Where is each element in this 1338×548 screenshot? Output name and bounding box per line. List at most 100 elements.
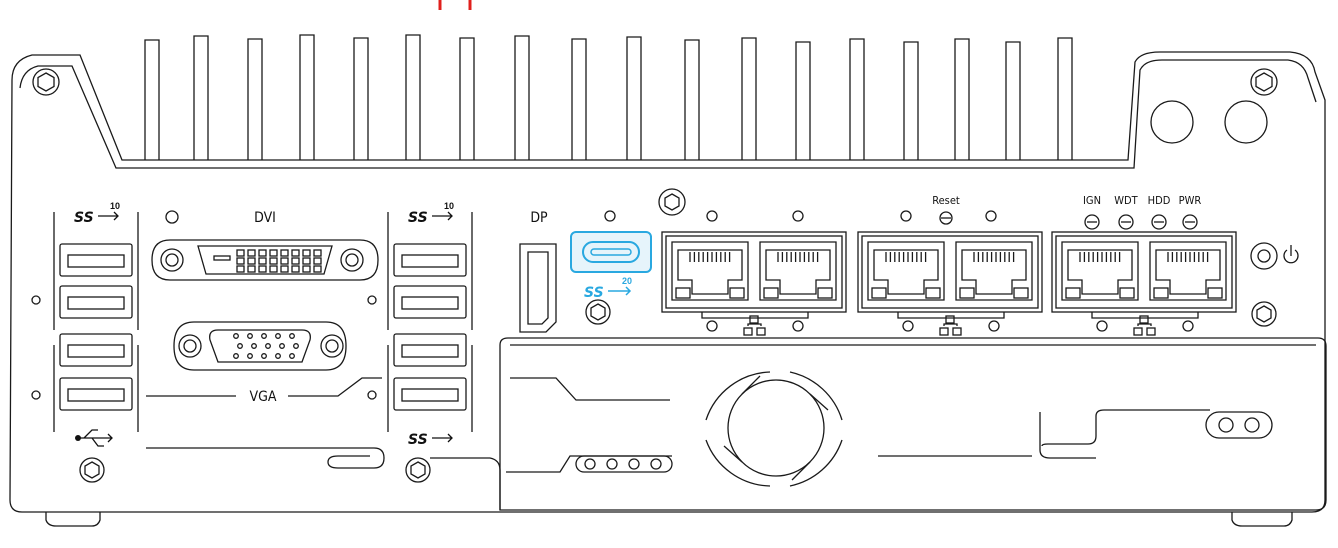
screw-bottom-left	[79, 457, 105, 483]
usb-port-mid-3[interactable]	[393, 333, 467, 367]
usb-stack-middle	[387, 212, 473, 432]
usb-port-mid-2[interactable]	[393, 285, 467, 319]
reset-label: Reset	[932, 194, 960, 207]
heatsink-fin	[459, 37, 475, 160]
screw-top-left	[32, 68, 60, 96]
heatsink-fin	[903, 41, 919, 160]
led-hdd	[1151, 214, 1167, 230]
decorative-swirl-right	[1205, 411, 1273, 439]
screw-typec	[585, 299, 611, 325]
dvi-label: DVI	[254, 210, 276, 226]
heatsink-fin	[405, 34, 421, 160]
displayport-port[interactable]	[519, 243, 557, 333]
vga-port[interactable]	[173, 321, 347, 371]
usb-port-left-4[interactable]	[59, 377, 133, 411]
svg-text:SS: SS	[584, 285, 604, 301]
heatsink-fin	[849, 38, 865, 160]
lan-ports	[661, 231, 1237, 336]
bottom-left-groove	[146, 447, 385, 469]
usb-ss-logo-middle-bottom: SS	[408, 432, 453, 448]
heatsink-fin	[626, 36, 642, 160]
svg-text:10: 10	[444, 201, 454, 211]
usb-port-left-1[interactable]	[59, 243, 133, 277]
led-wdt	[1118, 214, 1134, 230]
heatsink-fin	[514, 35, 530, 160]
dp-label: DP	[530, 210, 548, 226]
svg-text:10: 10	[110, 201, 120, 211]
rj45-port[interactable]	[1149, 241, 1227, 301]
usb-port-mid-4[interactable]	[393, 377, 467, 411]
heatsink-fin	[741, 37, 757, 160]
heatsink-fin	[299, 34, 315, 160]
power-button[interactable]	[1250, 242, 1278, 270]
heatsink-fin	[247, 38, 263, 160]
heatsink-fin	[1057, 37, 1073, 160]
heatsink-fin	[353, 37, 369, 160]
usb-logo-left-bottom	[75, 429, 113, 447]
reset-button[interactable]	[939, 211, 953, 225]
lan-indicator-2	[792, 210, 804, 222]
rj45-port[interactable]	[1061, 241, 1139, 301]
led-ign	[1084, 214, 1100, 230]
expansion-groove-left	[510, 377, 670, 401]
expansion-module-outline	[499, 337, 1327, 511]
heatsink-fin	[1005, 41, 1021, 160]
svg-text:SS: SS	[74, 210, 94, 226]
heatsink-fin	[193, 35, 209, 160]
usb-stack-left	[53, 212, 139, 432]
usb-typec-port[interactable]	[570, 231, 652, 273]
usb-ss-10-logo-left: SS 10	[74, 201, 120, 226]
lan-module-1	[661, 231, 847, 336]
chassis-inner-outline	[19, 59, 1317, 169]
led-left-1	[31, 295, 41, 305]
lan-indicator-1	[706, 210, 718, 222]
decorative-swirl-left	[575, 455, 673, 473]
led-left-2	[31, 390, 41, 400]
vga-label: VGA	[250, 389, 277, 405]
led-pwr	[1182, 214, 1198, 230]
lan-indicator-4	[985, 210, 997, 222]
usb-port-left-3[interactable]	[59, 333, 133, 367]
vga-divider-line	[146, 377, 382, 397]
rj45-port[interactable]	[671, 241, 749, 301]
svg-text:20: 20	[622, 276, 632, 286]
heatsink-fin	[795, 41, 811, 160]
typec-indicator	[604, 210, 616, 222]
wdt-label: WDT	[1114, 194, 1138, 207]
dvi-port[interactable]	[151, 239, 379, 281]
usb-ss-10-logo-middle: SS 10	[408, 201, 454, 226]
svg-text:SS: SS	[408, 432, 428, 448]
antenna-hole-2	[1224, 100, 1268, 144]
lan-module-2	[857, 231, 1043, 336]
expansion-groove-right	[878, 409, 1210, 459]
lan-module-3	[1051, 231, 1237, 336]
right-foot	[1231, 512, 1293, 527]
fan-vent	[705, 371, 843, 487]
top-red-marks	[438, 0, 472, 10]
heatsink-fin	[571, 38, 587, 160]
led-mid-2	[367, 390, 377, 400]
screw-right-middle	[1251, 301, 1277, 327]
screw-bottom-middle	[405, 457, 431, 483]
heatsink-fins	[144, 34, 1073, 160]
screw-lan-top	[658, 188, 686, 216]
rj45-port[interactable]	[759, 241, 837, 301]
dvi-indicator	[165, 210, 179, 224]
pwr-label: PWR	[1179, 194, 1202, 207]
antenna-hole-1	[1150, 100, 1194, 144]
usb-ss-20-logo-typec: SS 20	[584, 276, 632, 301]
heatsink-fin	[144, 39, 160, 160]
chassis-outline	[9, 51, 1326, 513]
ign-label: IGN	[1083, 194, 1101, 207]
rj45-port[interactable]	[955, 241, 1033, 301]
lan-indicator-3	[900, 210, 912, 222]
led-mid-1	[367, 295, 377, 305]
left-foot	[45, 512, 101, 527]
usb-port-left-2[interactable]	[59, 285, 133, 319]
heatsink-fin	[954, 38, 970, 160]
rj45-port[interactable]	[867, 241, 945, 301]
hdd-label: HDD	[1148, 194, 1171, 207]
usb-port-mid-1[interactable]	[393, 243, 467, 277]
heatsink-fin	[684, 39, 700, 160]
